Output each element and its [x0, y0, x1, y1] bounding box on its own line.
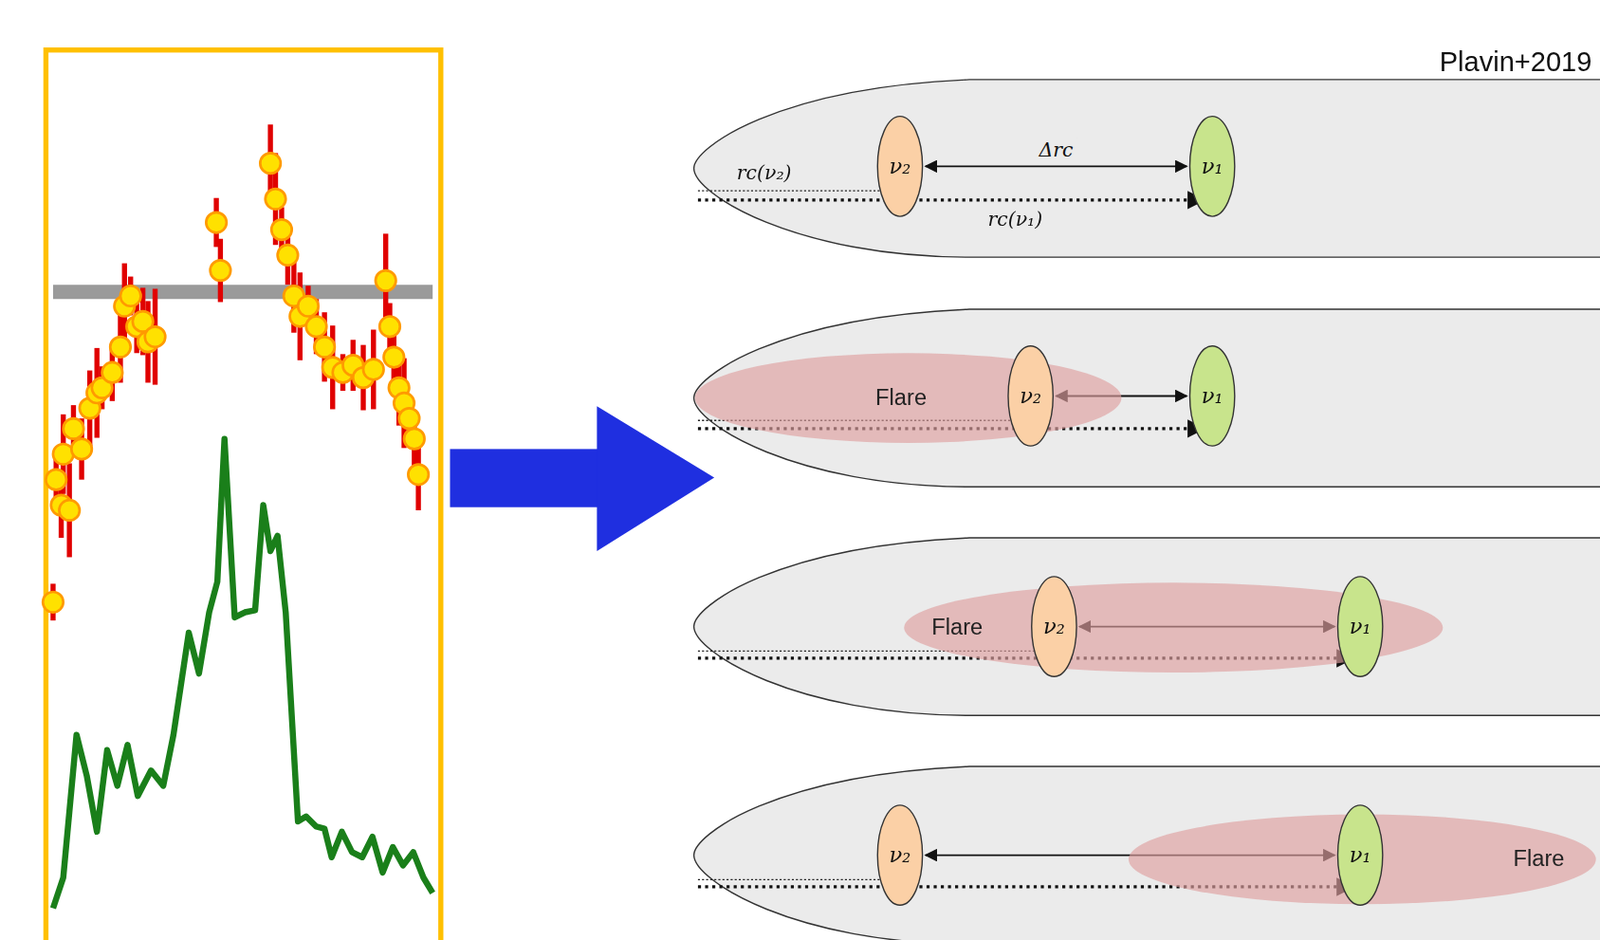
flux-point: [407, 464, 429, 486]
flux-point: [265, 188, 287, 210]
flare-region: Flare: [694, 351, 1123, 444]
flux-point: [145, 326, 166, 348]
flux-point: [313, 336, 335, 358]
emission-core: ν₂: [1030, 575, 1078, 679]
frequency-label: ν₁: [1349, 614, 1372, 640]
frequency-label: ν₂: [1019, 384, 1042, 409]
flux-point: [363, 359, 385, 381]
frequency-label: ν₁: [1201, 153, 1224, 179]
radio-points: [42, 124, 429, 621]
core-distance-label: rc(ν₁): [987, 206, 1043, 230]
jet-body: [694, 309, 1600, 487]
jet-body: [694, 766, 1600, 940]
edge-label: Δrc: [1035, 137, 1076, 161]
emission-core: ν₁: [1188, 345, 1235, 448]
flux-point: [297, 295, 319, 317]
flux-point: [379, 316, 401, 338]
emission-core: ν₂: [876, 804, 923, 907]
core-distance-lines: [698, 190, 1354, 887]
flux-point: [205, 212, 227, 234]
flare-label: Flare: [875, 385, 927, 412]
flux-point: [110, 336, 131, 358]
flux-point: [102, 362, 124, 384]
frequency-label: ν₁: [1349, 843, 1372, 868]
jet-body: [694, 79, 1600, 258]
flux-point: [277, 244, 299, 266]
core-distance-thin: [698, 190, 890, 192]
panel-border: [45, 50, 441, 940]
emission-core: ν₂: [1007, 345, 1054, 448]
flare-label: Flare: [931, 614, 983, 642]
core-distance-label: rc(ν₂): [736, 161, 792, 184]
flux-point: [259, 152, 281, 174]
flux-point: [384, 347, 405, 368]
core-distance-thick: [698, 198, 1205, 202]
flux-point: [63, 418, 85, 440]
flux-point: [375, 270, 397, 292]
frequency-label: ν₂: [889, 153, 912, 179]
gamma-curve: [53, 439, 433, 909]
emission-core: ν₁: [1336, 804, 1383, 907]
frequency-label: ν₁: [1201, 384, 1224, 409]
flux-point: [210, 259, 232, 281]
flux-point: [120, 285, 142, 307]
citation: Plavin+2019: [1439, 46, 1593, 78]
core-distance-thin: [698, 879, 890, 881]
frequency-label: ν₂: [1043, 614, 1066, 640]
jet-body: [694, 537, 1600, 716]
flux-point: [271, 219, 293, 240]
flux-point: [42, 591, 64, 613]
flux-point: [404, 428, 425, 450]
flare-label: Flare: [1513, 845, 1565, 873]
mean-level: [53, 284, 433, 299]
blue-arrow: [449, 405, 715, 552]
emission-core: ν₁: [1188, 115, 1235, 219]
emission-core: ν₁: [1336, 575, 1383, 679]
arrow-shaft: [449, 448, 599, 507]
flux-point: [306, 316, 328, 338]
flux-point: [45, 469, 67, 491]
jets: [694, 79, 1600, 940]
flux-point: [58, 499, 80, 521]
flux-point: [71, 439, 92, 460]
light-curve-panel: [42, 50, 442, 940]
distance-arrow: [925, 165, 1187, 167]
arrow-head: [596, 405, 715, 552]
emission-core: ν₂: [876, 115, 923, 219]
flux-point: [399, 407, 421, 429]
frequency-label: ν₂: [889, 843, 912, 868]
